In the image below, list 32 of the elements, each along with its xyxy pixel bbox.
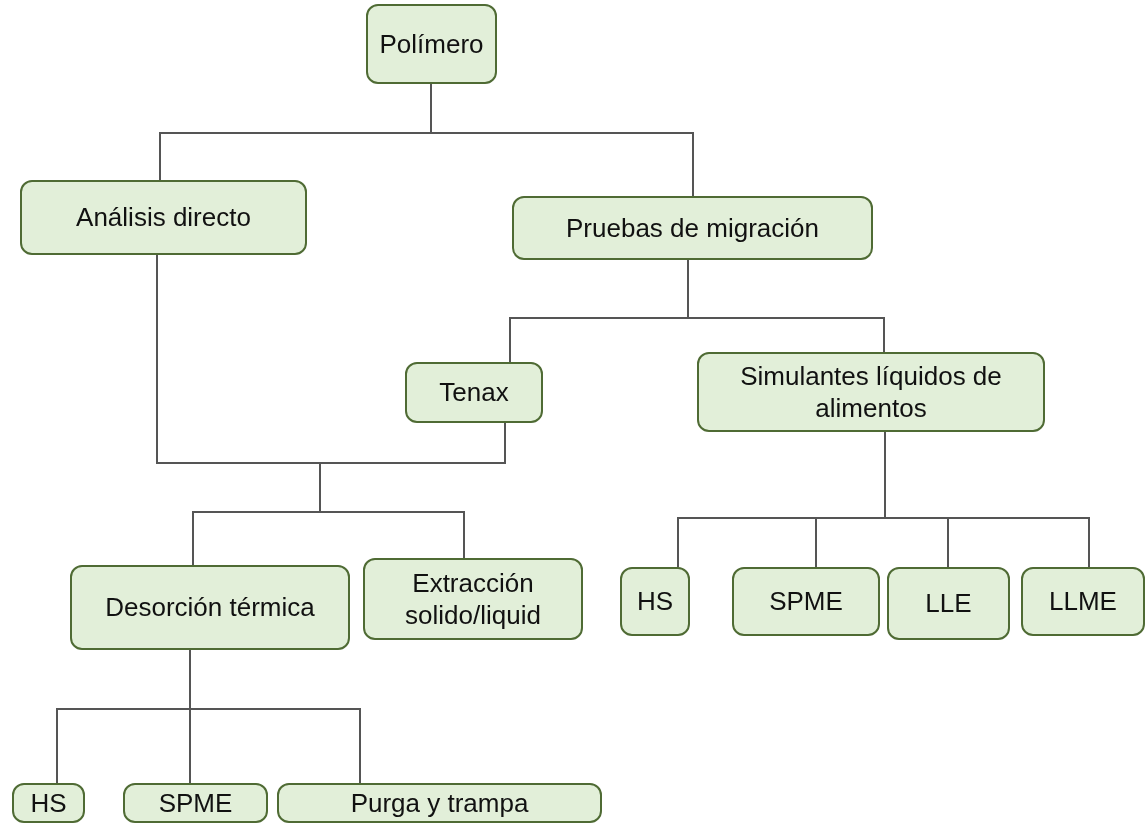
box-label: HS [636,585,674,618]
box-label: HS [30,786,67,820]
box-label: SPME [769,585,843,618]
process-box [887,567,1010,640]
box-label: LLE [925,587,972,620]
process-box [277,783,602,823]
box-label: Extracción solido/liquid [404,566,542,632]
process-box [620,567,690,636]
process-box [70,565,350,650]
connector-line [189,649,361,784]
box-label: Análisis directo [76,201,251,234]
process-box [12,783,85,823]
box-label: Simulantes líquidos de alimentos [739,359,1003,425]
process-box [366,4,497,84]
box-label: Purga y trampa [350,786,529,820]
connector-line [430,83,694,197]
box-label: SPME [158,786,233,820]
process-box [512,196,873,260]
process-box [1021,567,1145,636]
process-box [20,180,307,255]
box-label: Polímero [379,27,484,61]
box-label: Desorción térmica [105,591,315,624]
process-box [732,567,880,636]
box-label: Pruebas de migración [566,211,819,245]
box-label: LLME [1049,585,1117,618]
connector-line [687,259,885,353]
process-box [363,558,583,640]
connector-line [884,431,1090,568]
process-box [405,362,543,423]
box-label: Tenax [439,376,509,409]
process-box [123,783,268,823]
process-box [697,352,1045,432]
